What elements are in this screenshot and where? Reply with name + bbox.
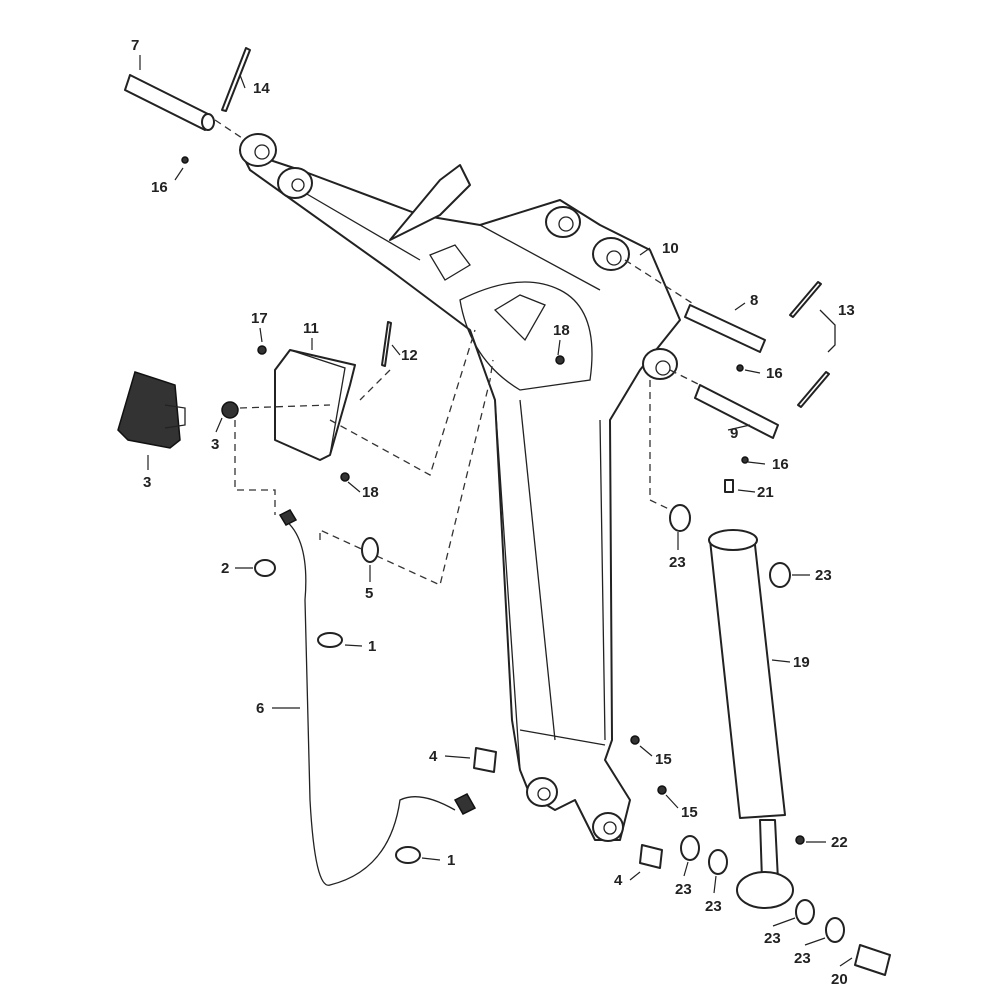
clamp-1a [317,632,343,648]
bolt-13b [797,371,830,408]
callout-15: 15 [681,804,698,821]
callout-7: 7 [131,37,139,54]
callout-4: 4 [429,748,438,765]
callout-18: 18 [553,322,570,339]
bushing-4b [639,844,663,869]
work-light [117,371,186,449]
callout-16: 16 [151,179,168,196]
bushing-4a [473,747,497,773]
callout-3: 3 [211,436,219,453]
bolt-13a [789,281,822,318]
bolt-14 [221,47,251,112]
pin-7 [124,74,215,131]
callout-16: 16 [772,456,789,473]
callout-2: 2 [221,560,229,577]
callouts: 7 14 16 10 8 13 16 9 16 17 11 12 18 3 3 … [131,37,855,988]
callout-15: 15 [655,751,672,768]
callout-23: 23 [815,567,832,584]
callout-14: 14 [253,80,270,97]
wire-harness-6 [284,519,456,886]
cylinder-19 [708,479,794,909]
washers-23 [669,504,845,943]
callout-23: 23 [669,554,686,571]
callout-22: 22 [831,834,848,851]
callout-23: 23 [675,881,692,898]
callout-8: 8 [750,292,758,309]
callout-11: 11 [303,320,319,337]
callout-17: 17 [251,310,268,327]
callout-1: 1 [368,638,376,655]
callout-3: 3 [143,474,151,491]
callout-9: 9 [730,425,738,442]
callout-4: 4 [614,872,623,889]
callout-18: 18 [362,484,379,501]
grommet-5 [361,537,379,563]
clip-2 [254,559,276,577]
callout-23: 23 [705,898,722,915]
callout-16: 16 [766,365,783,382]
light-mount-3 [221,401,239,419]
bolt-12 [381,321,392,367]
callout-5: 5 [365,585,373,602]
callout-23: 23 [764,930,781,947]
callout-13: 13 [838,302,855,319]
pin-20 [854,944,891,976]
callout-20: 20 [831,971,848,988]
callout-10: 10 [662,240,679,257]
arm-body [239,133,681,842]
callout-19: 19 [793,654,810,671]
callout-6: 6 [256,700,264,717]
pin-9 [694,384,779,439]
pin-8 [684,304,766,353]
callout-12: 12 [401,347,418,364]
clamp-1b [395,846,421,864]
callout-23: 23 [794,950,811,967]
callout-1: 1 [447,852,455,869]
callout-21: 21 [757,484,774,501]
